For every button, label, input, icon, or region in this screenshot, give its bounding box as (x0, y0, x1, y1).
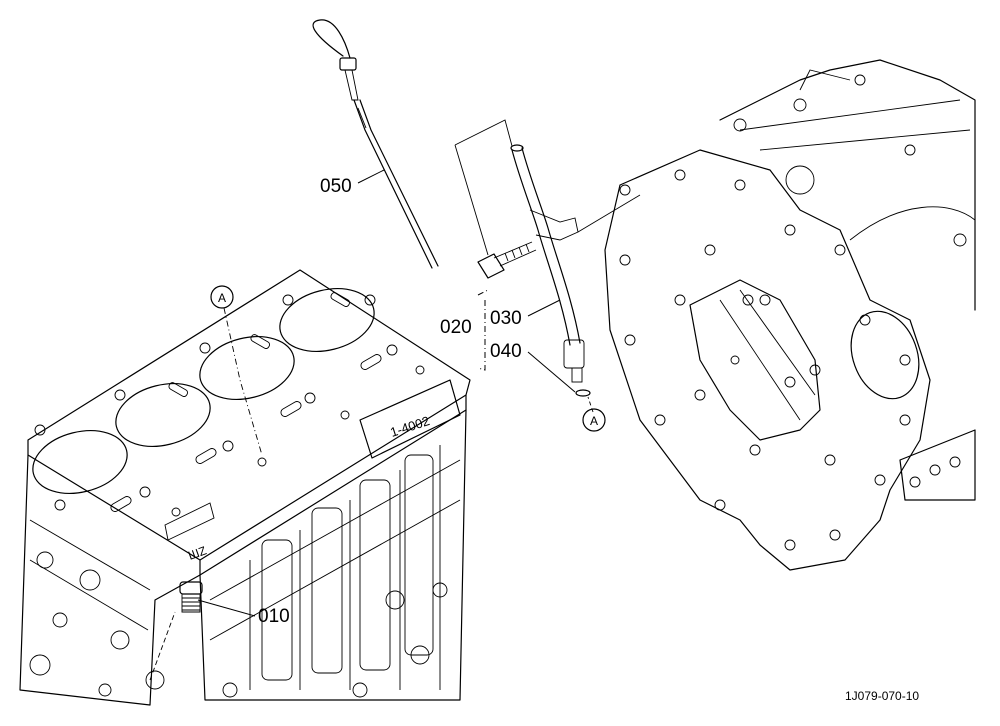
callout-ref-a-right: A (582, 408, 606, 432)
leader-lines (149, 169, 594, 681)
callout-020: 020 (440, 317, 472, 338)
ref-a-left-label: A (218, 291, 226, 305)
oil-level-gauge (312, 19, 439, 269)
bracket-bolt (477, 241, 537, 279)
callout-ref-a-left: A (210, 285, 234, 309)
engine-block: 1-4002 ШZ (19, 269, 471, 706)
callout-030: 030 (490, 308, 522, 329)
oil-gauge-pipe (510, 144, 585, 383)
ref-a-right-label: A (590, 414, 598, 428)
assembly-frame (454, 119, 513, 147)
callout-010: 010 (258, 606, 290, 627)
block-stamp: ШZ (186, 543, 208, 562)
callout-040: 040 (490, 341, 522, 362)
plug-010-part (179, 581, 203, 613)
drawing-id: 1J079-070-10 (845, 689, 919, 703)
flywheel-housing (604, 59, 976, 571)
o-ring-040-part (575, 389, 591, 397)
callout-050: 050 (320, 176, 352, 197)
